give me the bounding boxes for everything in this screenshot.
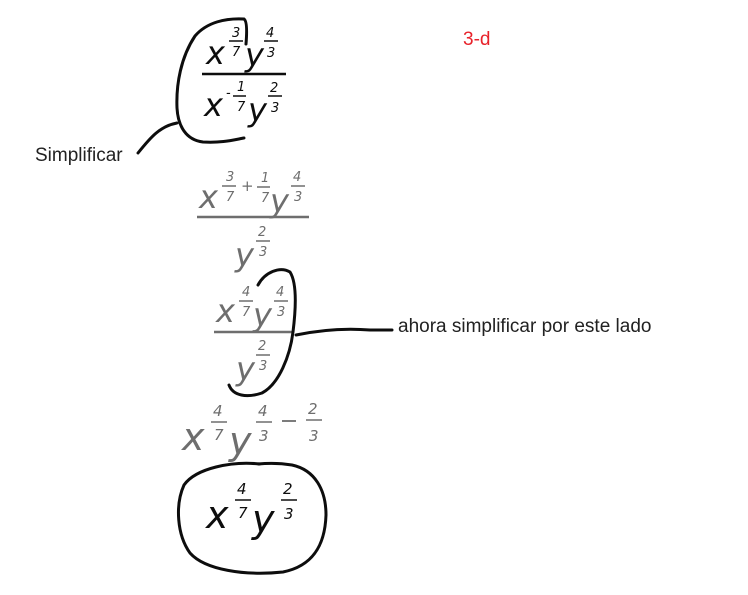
step-2-den-y: y xyxy=(234,236,255,274)
step-4-exp-x-den: 7 xyxy=(214,426,224,444)
step-2-expression: x 3 7 + 1 7 y 4 3 y 2 3 xyxy=(197,170,309,274)
simplify-label: Simplificar xyxy=(35,145,123,166)
step-3-den-exp-num: 2 xyxy=(258,339,266,354)
step-1-bracket-stroke xyxy=(175,17,249,144)
step-2-exp-b-num: 1 xyxy=(261,171,269,186)
step-1-den-y: y xyxy=(247,91,268,129)
step-4-exp-a-num: 4 xyxy=(258,402,268,420)
step-2-x: x xyxy=(198,178,219,216)
step-2-exp-a-den: 7 xyxy=(226,190,235,205)
step-1-den-exp-x-den: 7 xyxy=(237,100,246,115)
note-label: ahora simplificar por este lado xyxy=(398,316,652,337)
step-2-plus: + xyxy=(241,177,254,195)
step-2-den-exp-den: 3 xyxy=(259,245,267,260)
note-pointer-stroke xyxy=(294,327,394,337)
step-2-exp-b-den: 7 xyxy=(261,191,270,206)
step-1-y: y xyxy=(244,36,265,74)
step-2-exp-y-num: 4 xyxy=(293,170,301,185)
answer-exp-y-num: 2 xyxy=(283,480,293,498)
step-2-y: y xyxy=(269,182,290,220)
answer-exp-x-den: 7 xyxy=(238,504,248,522)
step-1-exp-y-num: 4 xyxy=(266,26,274,41)
step-4-y: y xyxy=(228,419,252,463)
step-1-exp-y-den: 3 xyxy=(267,46,275,61)
step-1-exp-x-num: 3 xyxy=(232,26,240,41)
step-1-den-exp-y-den: 3 xyxy=(271,101,279,116)
step-2-exp-a-num: 3 xyxy=(226,170,234,185)
step-2-den-exp-num: 2 xyxy=(258,225,266,240)
step-1-expression: x 3 7 y 4 3 x - 1 7 y 2 3 xyxy=(202,26,286,129)
step-1-den-exp-x-num: 1 xyxy=(237,80,245,95)
step-1-minus: - xyxy=(226,86,231,101)
step-3-exp-y-num: 4 xyxy=(276,285,284,300)
step-4-exp-a-den: 3 xyxy=(259,427,269,445)
step-4-exp-x-num: 4 xyxy=(213,402,223,420)
answer-exp-y-den: 3 xyxy=(284,505,294,523)
answer-exp-x-num: 4 xyxy=(237,480,247,498)
step-3-exp-y-den: 3 xyxy=(277,305,285,320)
answer-circle-stroke xyxy=(177,461,328,575)
step-1-den-exp-y-num: 2 xyxy=(270,81,278,96)
step-1-exp-x-den: 7 xyxy=(232,45,241,60)
problem-tag: 3-d xyxy=(463,29,491,50)
step-3-y: y xyxy=(252,296,273,334)
step-3-den-exp-den: 3 xyxy=(259,359,267,374)
step-3-den-y: y xyxy=(235,350,256,388)
step-4-exp-b-num: 2 xyxy=(308,400,318,418)
step-2-exp-y-den: 3 xyxy=(294,190,302,205)
step-1-den-x: x xyxy=(203,86,224,124)
step-4-exp-b-den: 3 xyxy=(309,427,319,445)
step-3-x: x xyxy=(215,292,236,330)
step-1-x: x xyxy=(205,34,226,72)
step-3-bracket-stroke xyxy=(227,268,297,398)
step-4-expression: x 4 7 y 4 3 2 3 xyxy=(181,400,322,463)
step-3-expression: x 4 7 y 4 3 y 2 3 xyxy=(214,285,292,388)
simplify-pointer-stroke xyxy=(136,121,179,155)
answer-x: x xyxy=(205,493,229,537)
answer-expression: x 4 7 y 2 3 xyxy=(205,480,297,541)
step-3-exp-x-den: 7 xyxy=(242,305,251,320)
answer-y: y xyxy=(251,497,275,541)
step-4-x: x xyxy=(181,415,205,459)
step-3-exp-x-num: 4 xyxy=(242,285,250,300)
